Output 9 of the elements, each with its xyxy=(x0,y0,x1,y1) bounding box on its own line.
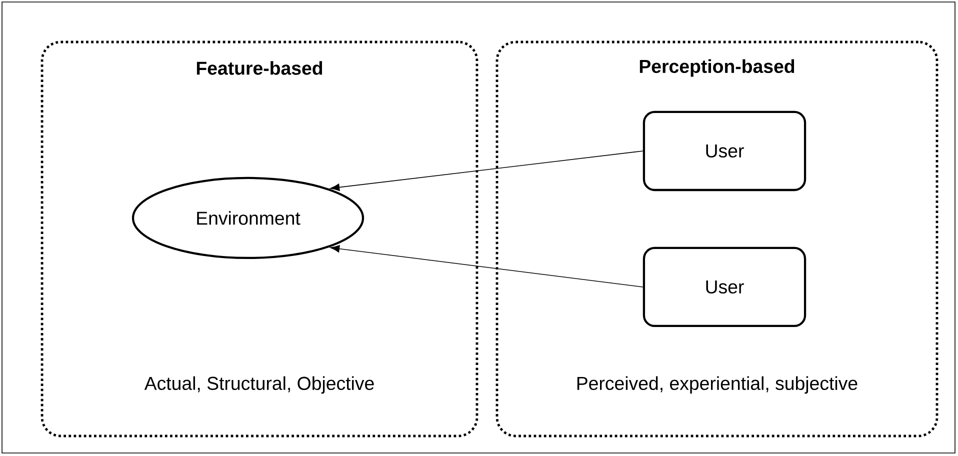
panel-heading: Feature-based xyxy=(196,61,322,75)
rounded-box: User xyxy=(642,110,806,192)
arrow xyxy=(330,150,644,192)
rounded-box: User xyxy=(642,246,806,328)
panel-caption: Actual, Structural, Objective xyxy=(144,376,374,394)
ellipse-node: Environment xyxy=(132,176,364,260)
panel-caption: Perceived, experiential, subjective xyxy=(577,376,858,394)
arrow xyxy=(330,245,644,288)
panel-heading: Perception-based xyxy=(640,59,794,77)
